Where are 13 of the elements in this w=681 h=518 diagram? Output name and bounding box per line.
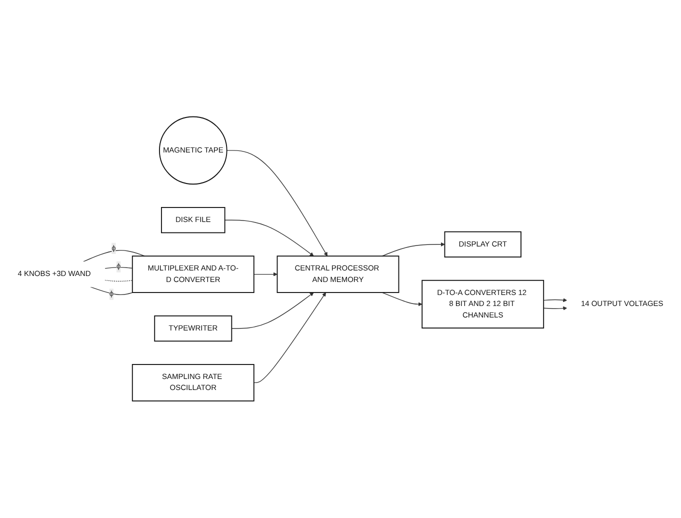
arrow	[226, 150, 328, 256]
arrow	[254, 292, 326, 384]
connector	[82, 250, 146, 262]
connector	[90, 286, 133, 296]
arrow	[231, 292, 314, 330]
arrow	[543, 306, 568, 311]
arrow	[224, 220, 314, 256]
arrow	[254, 272, 278, 277]
arrow	[543, 298, 568, 302]
arrow	[382, 242, 445, 257]
connector	[104, 267, 133, 269]
arrow	[382, 292, 422, 306]
connector	[104, 280, 133, 282]
